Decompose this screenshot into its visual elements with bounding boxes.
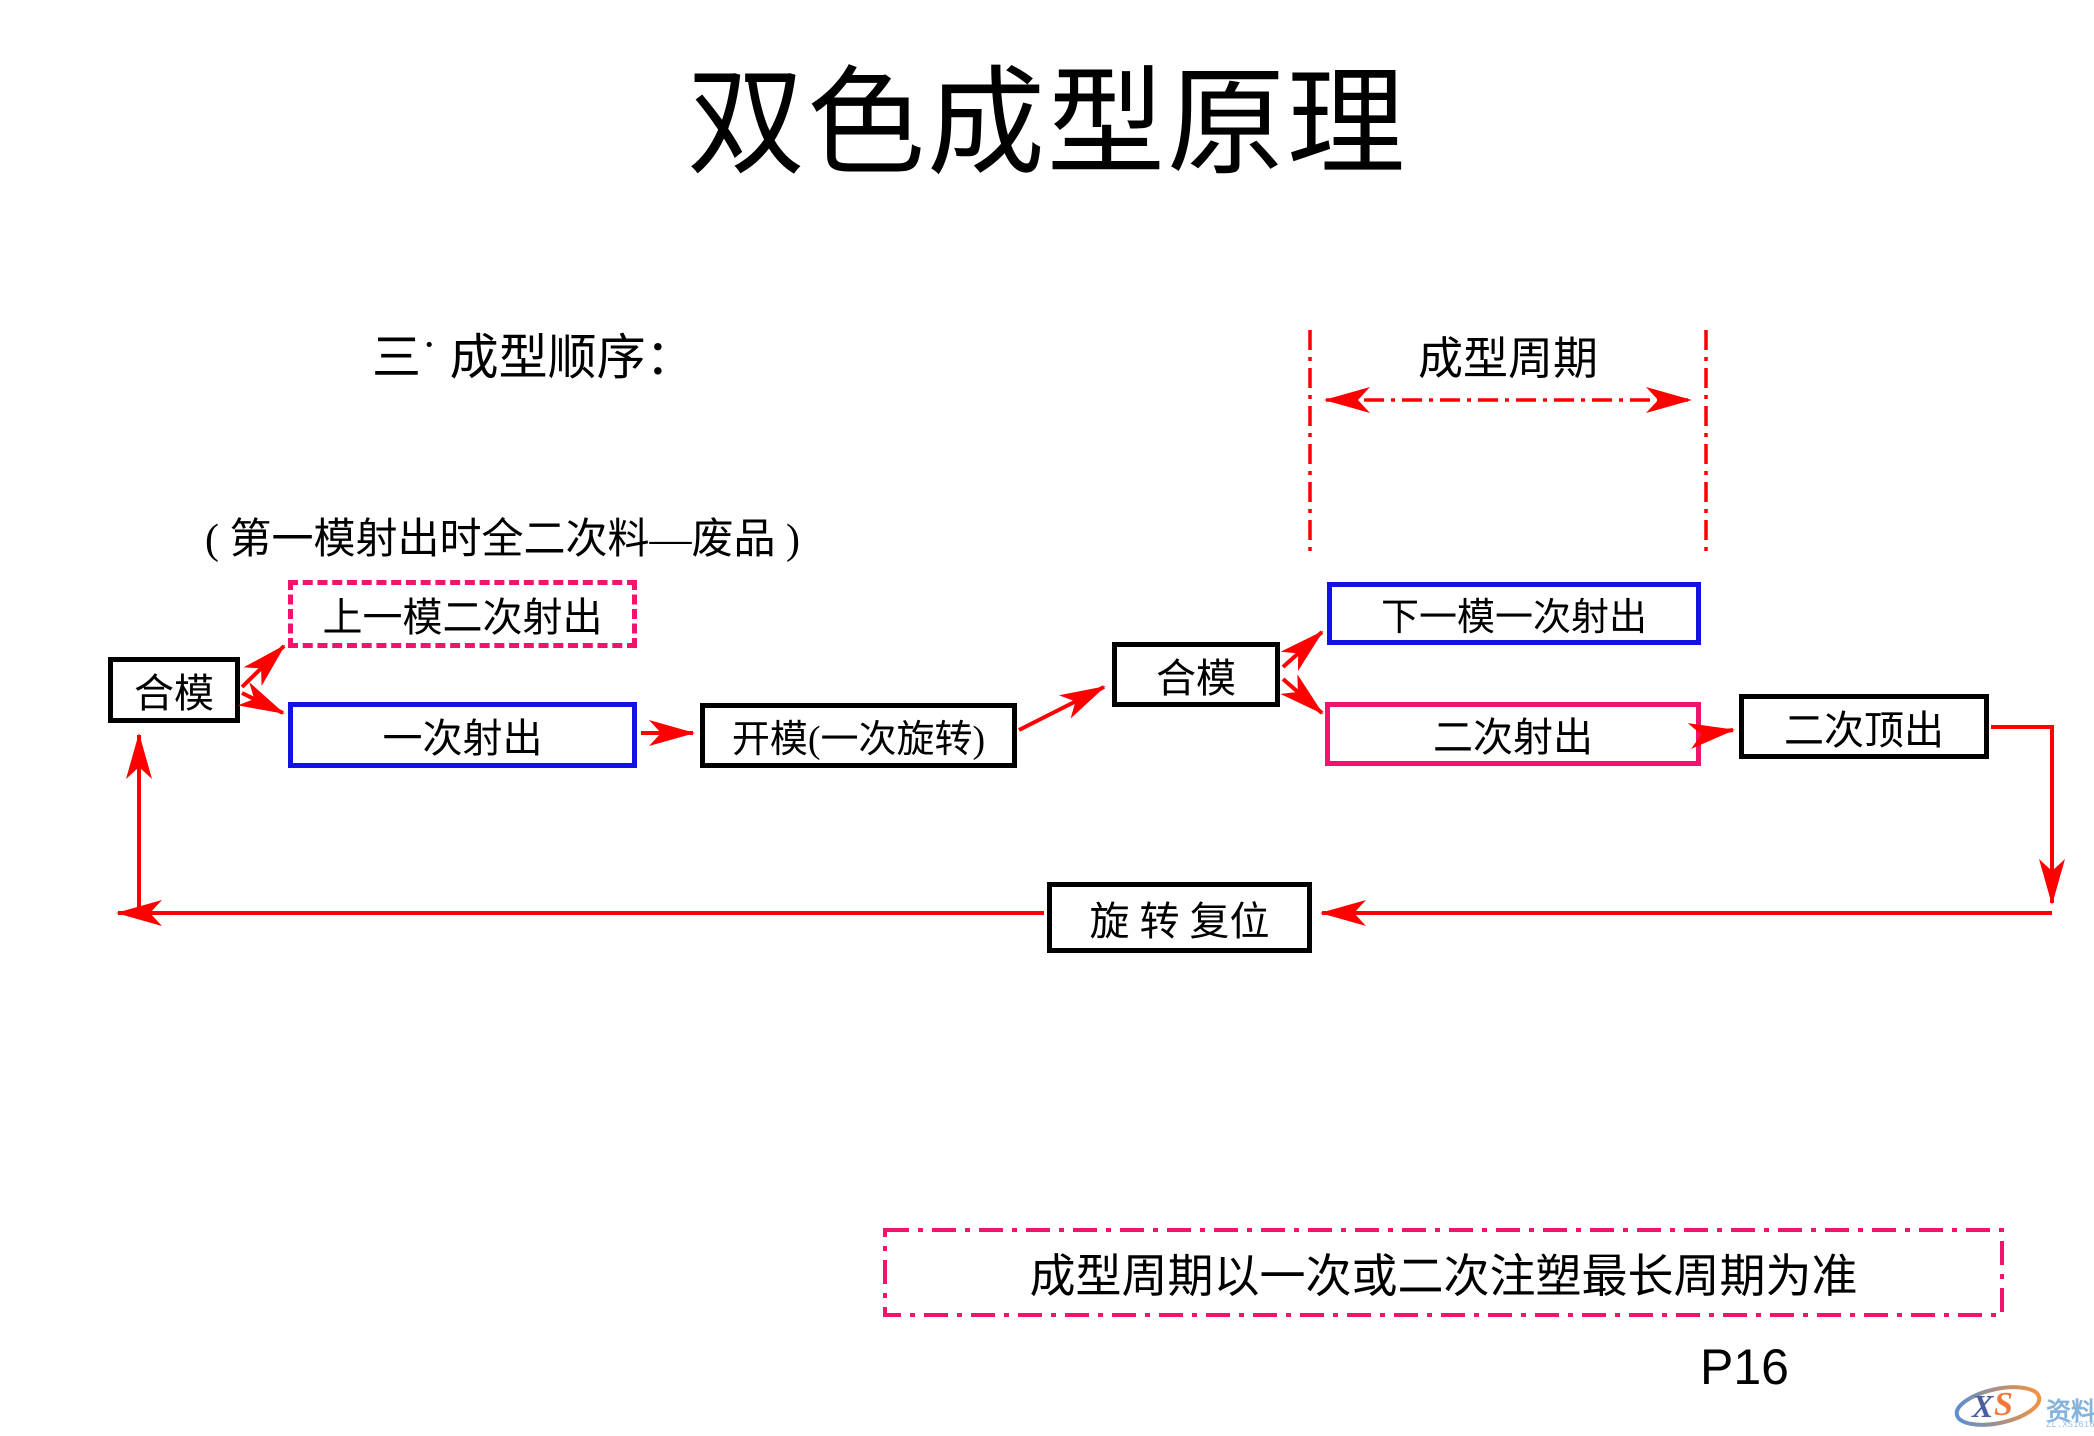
arrow-clamp1-to-first-shot — [237, 682, 285, 715]
flow-node-clamp-2-label: 合模 — [1156, 655, 1236, 701]
flow-node-clamp-2: 合模 — [1112, 642, 1280, 707]
arrow-clamp2-to-next-first-shot — [1280, 630, 1324, 672]
flow-node-next-mold-first-shot-label: 下一模一次射出 — [1380, 597, 1647, 639]
watermark-logo-x: X — [1972, 1388, 1994, 1424]
flow-node-second-eject-label: 二次顶出 — [1784, 707, 1944, 753]
cycle-rule-note: 成型周期以一次或二次注塑最长周期为准 — [1029, 1250, 1858, 1302]
flow-node-second-shot-label: 二次射出 — [1433, 715, 1593, 760]
flow-node-rotate-reset-label: 旋 转 复位 — [1089, 898, 1270, 944]
arrow-clamp2-to-second-shot — [1280, 674, 1324, 715]
flow-node-open-mold-rotate-label: 开模(一次旋转) — [731, 719, 986, 761]
flow-node-clamp-1-label: 合模 — [134, 671, 214, 716]
watermark: X S 资料网 ZL.XS1616.COM — [1950, 1378, 2094, 1434]
flow-node-second-eject: 二次顶出 — [1739, 694, 1989, 759]
arrow-open-mold-to-clamp2 — [1018, 685, 1106, 732]
line-second-eject-right-down — [1991, 725, 2065, 905]
scrap-note: ( 第一模射出时全二次料—废品 ) — [205, 517, 800, 563]
arrow-second-shot-to-second-eject — [1687, 723, 1735, 749]
watermark-logo-s: S — [1994, 1386, 2013, 1423]
arrow-clamp1-to-prev-second-shot — [240, 644, 286, 689]
page-number: P16 — [1700, 1339, 1789, 1395]
page-title: 双色成型原理 — [686, 59, 1407, 190]
cycle-period-label: 成型周期 — [1417, 334, 1598, 384]
watermark-logo-ellipse — [1954, 1385, 2042, 1427]
flow-node-clamp-1: 合模 — [108, 657, 240, 723]
flow-node-prev-mold-second-shot-label: 上一模二次射出 — [322, 595, 603, 640]
flow-node-first-shot-label: 一次射出 — [382, 716, 543, 761]
watermark-site-name: 资料网 — [2046, 1399, 2094, 1426]
watermark-site-url: ZL.XS1616.COM — [2046, 1420, 2094, 1430]
flow-node-open-mold-rotate: 开模(一次旋转) — [700, 703, 1017, 768]
flow-node-prev-mold-second-shot: 上一模二次射出 — [288, 580, 637, 648]
flow-node-first-shot: 一次射出 — [288, 702, 637, 768]
flow-node-second-shot: 二次射出 — [1325, 702, 1701, 766]
flow-node-next-mold-first-shot: 下一模一次射出 — [1327, 582, 1701, 645]
section-heading: 三˙ 成型顺序： — [372, 330, 695, 385]
flow-node-rotate-reset: 旋 转 复位 — [1047, 882, 1312, 953]
